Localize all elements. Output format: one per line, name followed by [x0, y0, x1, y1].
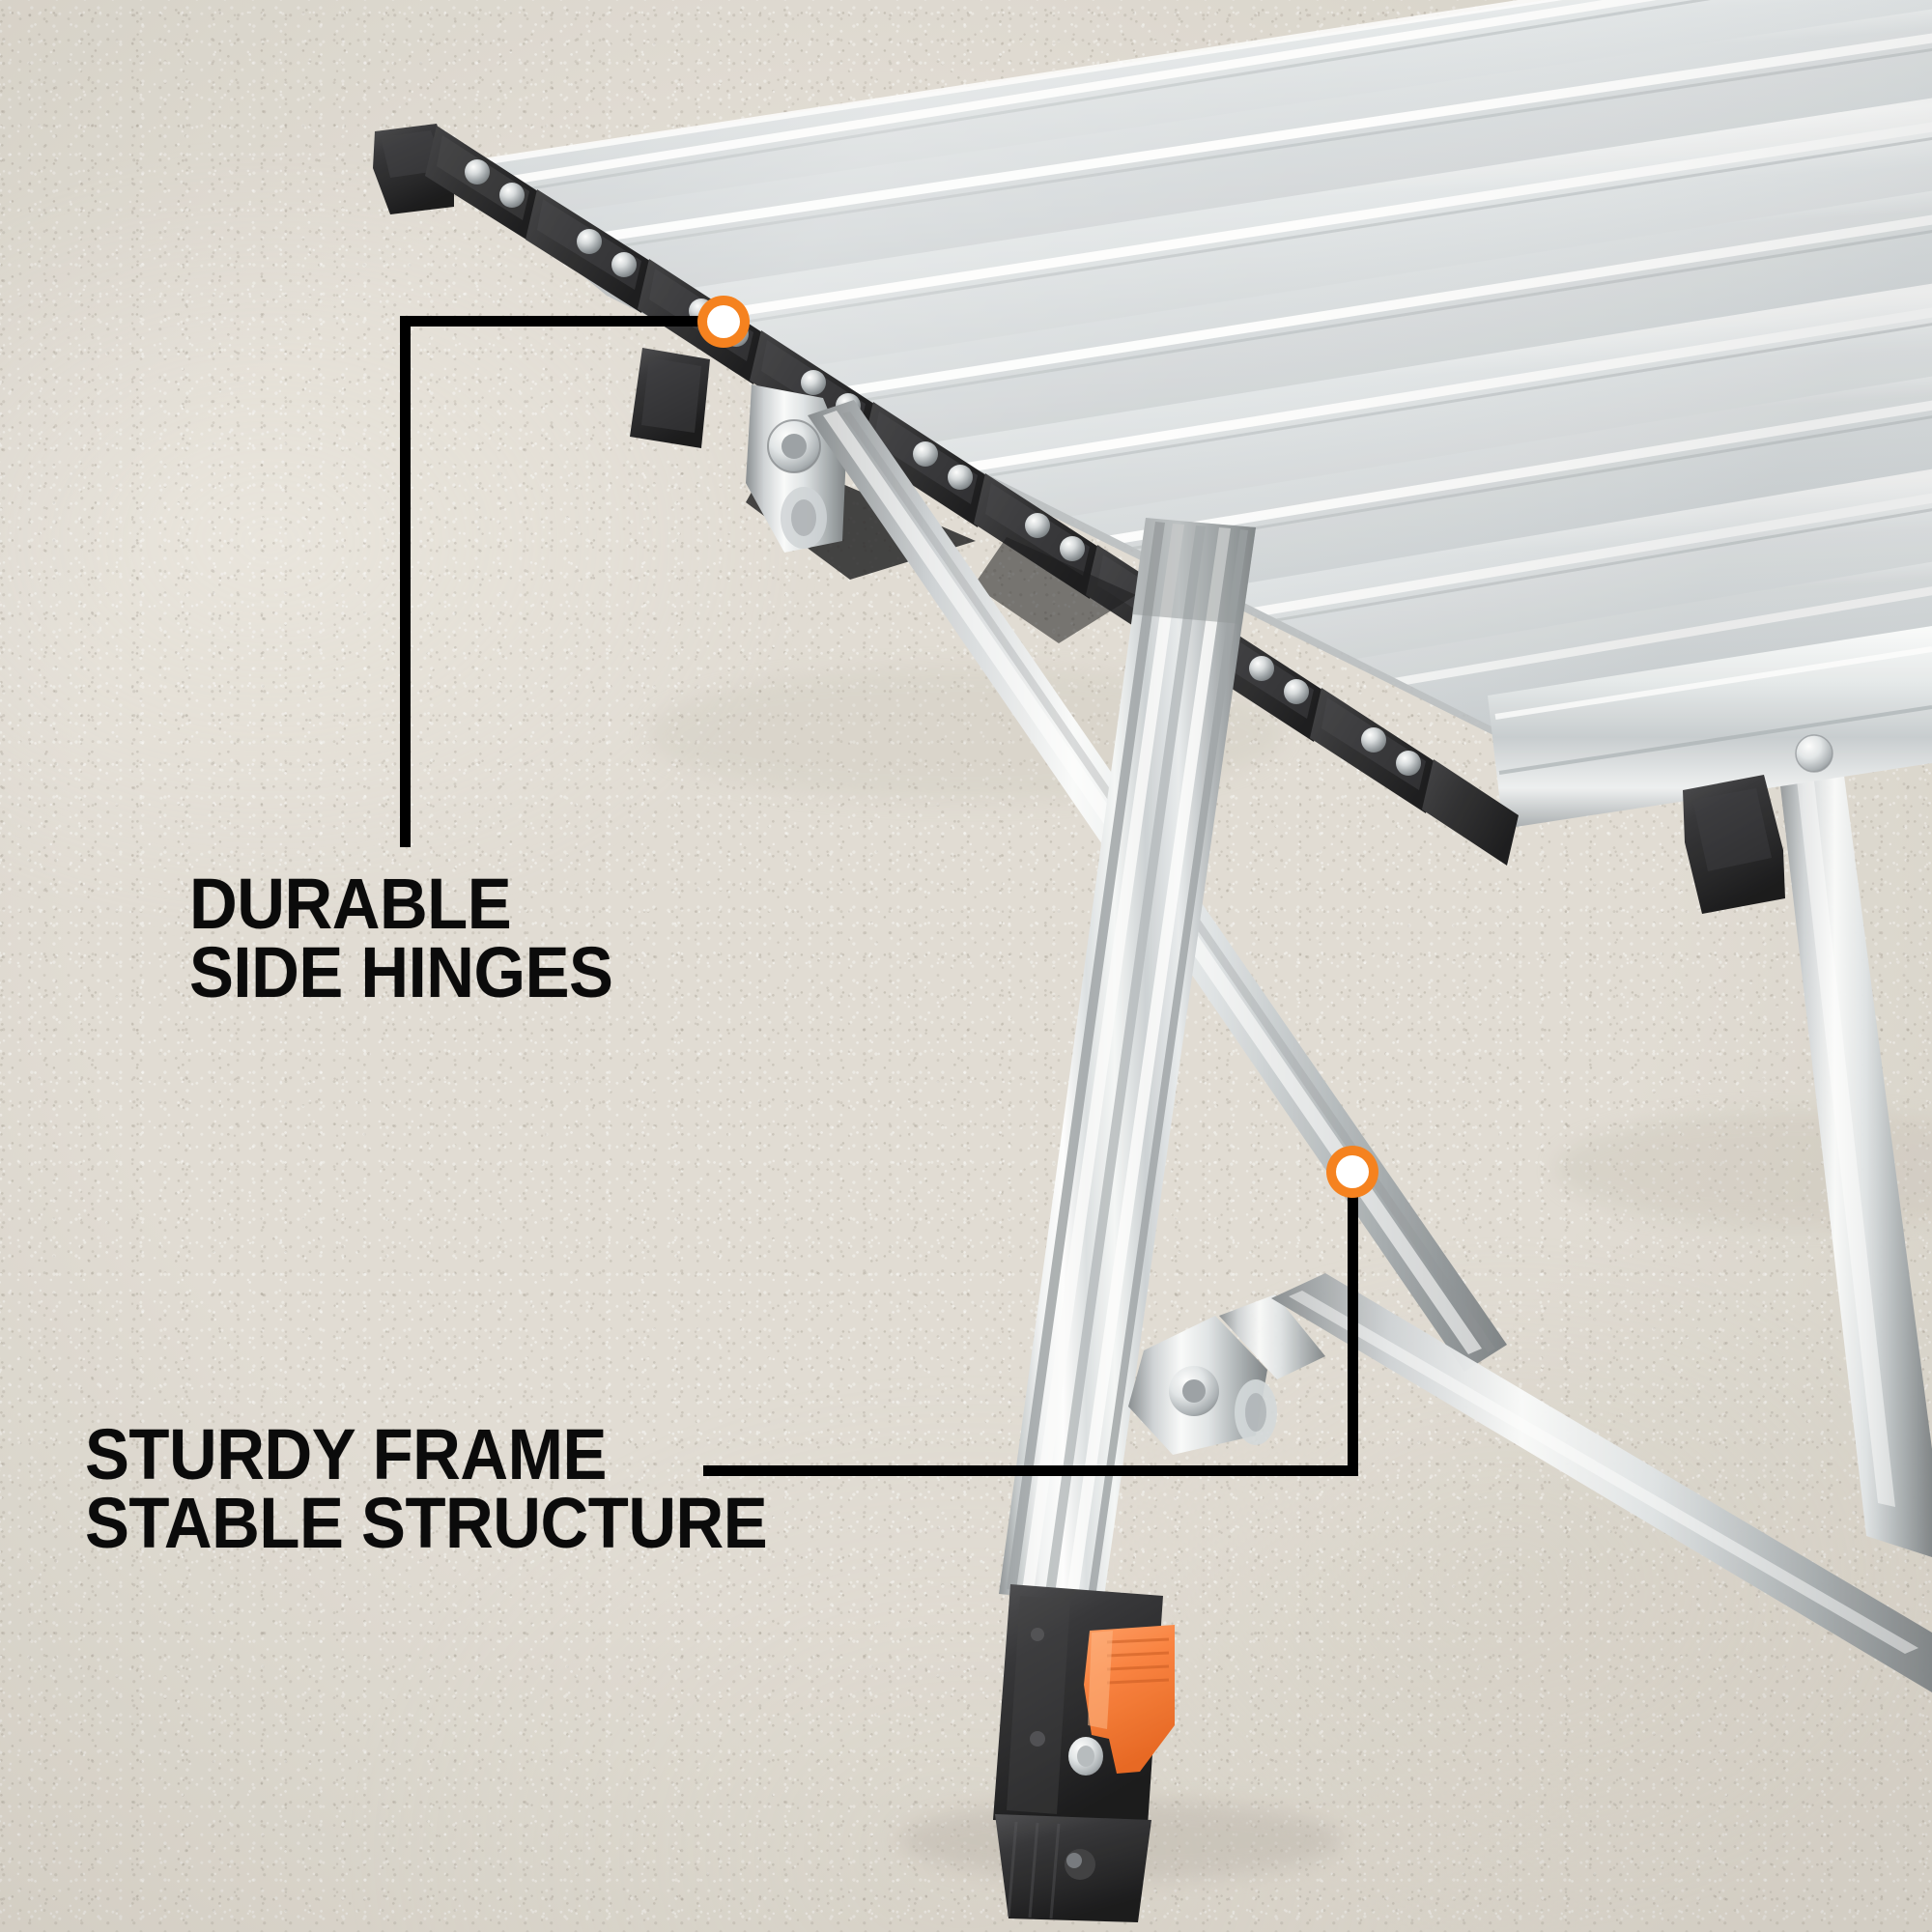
leader-line-hinges-vertical [400, 316, 411, 847]
far-aluminium-leg [1776, 744, 1932, 1557]
leader-line-frame-vertical [1348, 1192, 1358, 1476]
callout-label-durable-side-hinges: DURABLE SIDE HINGES [189, 864, 613, 1013]
black-rail-end-cap-right [1683, 775, 1785, 914]
main-aluminium-leg [999, 518, 1256, 1604]
adjustable-foot-cap [993, 1584, 1175, 1922]
callout-marker-hinges-core [707, 305, 740, 338]
callout-label-sturdy-frame-stable-structure: STURDY FRAME STABLE STRUCTURE [85, 1414, 768, 1564]
leader-line-frame-horizontal [703, 1465, 1358, 1476]
black-side-hinge-rail [373, 124, 1519, 866]
orange-height-lock-lever [1084, 1625, 1175, 1774]
callout-marker-frame-core [1336, 1155, 1369, 1188]
callout-marker-frame[interactable] [1326, 1146, 1378, 1198]
table-side-rail [1488, 626, 1932, 829]
leg-cross-knuckle [1128, 1294, 1325, 1455]
callout-marker-hinges[interactable] [697, 296, 750, 348]
right-support-brace [1271, 1273, 1932, 1692]
leader-line-hinges-horizontal [400, 316, 701, 327]
leg-stop-block-left [630, 348, 710, 448]
